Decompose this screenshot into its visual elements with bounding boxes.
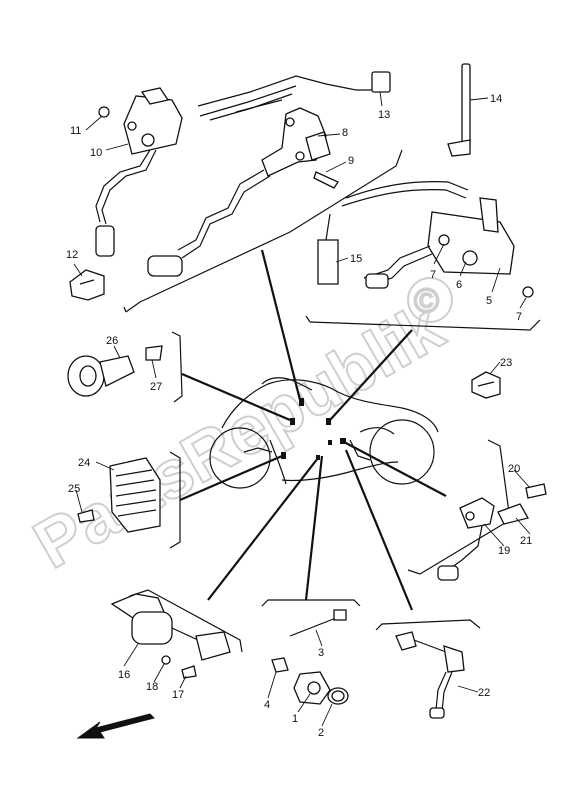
relay-unit: [95, 87, 183, 257]
callout-5: 5: [486, 295, 492, 307]
wire-lead: [197, 71, 391, 121]
callout-7a: 7: [430, 269, 436, 281]
starter-relay: [110, 593, 231, 679]
callout-12: 12: [66, 249, 78, 261]
callout-leaders: [73, 91, 531, 727]
arrow-left-down-icon: [76, 713, 155, 739]
callout-labels: 11 10 8 9 13 14 12 15 7 6 5 7 26 27 23 2…: [66, 93, 532, 739]
ignition-coil-group: [317, 181, 534, 298]
wire-clamp: [69, 269, 105, 301]
callout-23: 23: [500, 357, 512, 369]
callout-10: 10: [90, 147, 102, 159]
group-frames: [123, 149, 541, 653]
callout-11: 11: [70, 125, 81, 137]
callout-14: 14: [490, 93, 502, 105]
callout-3: 3: [318, 647, 324, 659]
cable-tie: [447, 63, 471, 157]
sidestand-switch: [395, 631, 465, 719]
callout-4: 4: [264, 699, 270, 711]
callout-17: 17: [172, 689, 184, 701]
callout-16: 16: [118, 669, 130, 681]
callout-25: 25: [68, 483, 80, 495]
callout-9: 9: [348, 155, 354, 167]
callout-27: 27: [150, 381, 162, 393]
small-clamp: [471, 371, 501, 399]
callout-21: 21: [520, 535, 532, 547]
callout-22: 22: [478, 687, 490, 699]
callout-7b: 7: [516, 311, 522, 323]
callout-13: 13: [378, 109, 390, 121]
motorcycle-outline: [209, 377, 439, 489]
callout-8: 8: [342, 127, 348, 139]
group-leaders: [179, 249, 447, 611]
callout-20: 20: [508, 463, 520, 475]
callout-1: 1: [292, 713, 298, 725]
callout-18: 18: [146, 681, 158, 693]
watermark: PartsRepublik: [21, 287, 457, 584]
watermark-text: PartsRepublik: [22, 288, 456, 583]
neutral-lead: [289, 609, 347, 637]
horn: [67, 345, 163, 397]
callout-19: 19: [498, 545, 510, 557]
callout-26: 26: [106, 335, 118, 347]
callout-6: 6: [456, 279, 462, 291]
rectifier-regulator: [77, 457, 161, 533]
watermark-circle: ©: [407, 277, 453, 323]
ignition-bracket: [147, 107, 339, 277]
callout-15: 15: [350, 253, 362, 265]
speed-sensor: [437, 483, 547, 581]
callout-24: 24: [78, 457, 90, 469]
callout-2: 2: [318, 727, 324, 739]
watermark-symbol: ©: [414, 282, 439, 320]
neutral-switch: [271, 657, 349, 705]
